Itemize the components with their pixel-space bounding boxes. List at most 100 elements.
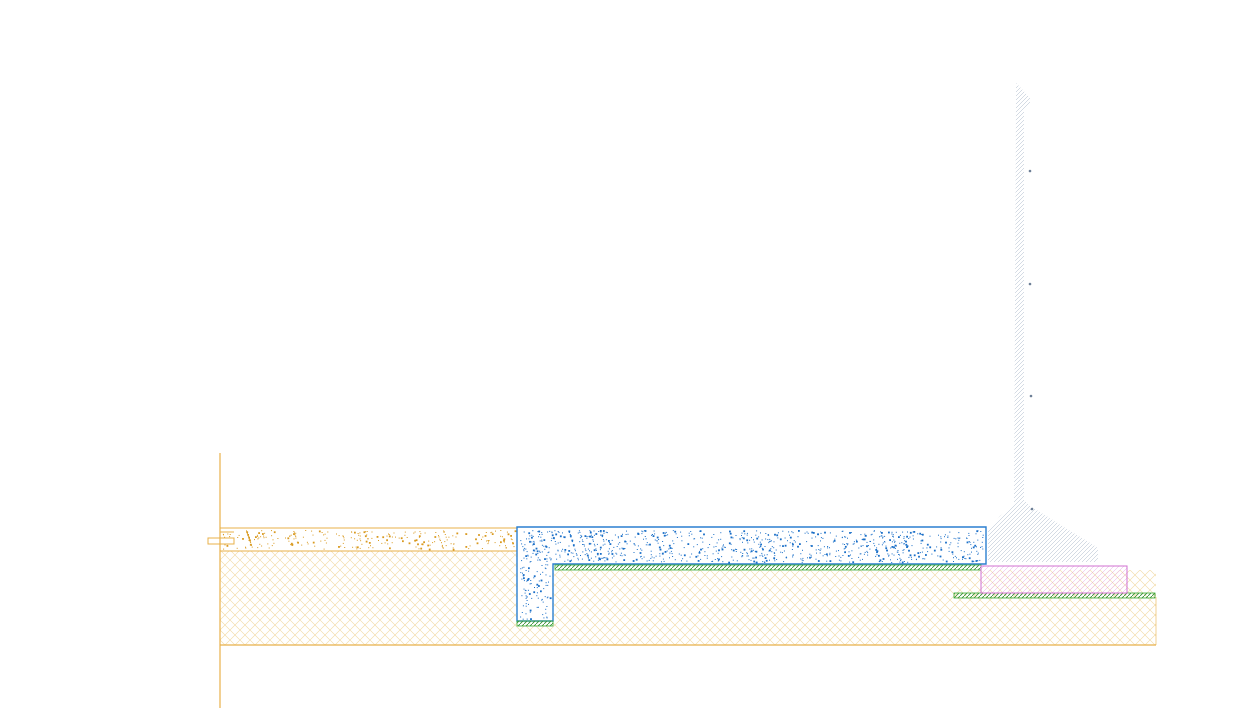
- speckle: [641, 549, 643, 551]
- speckle: [398, 537, 400, 539]
- speckle: [271, 535, 273, 537]
- speckle: [812, 532, 815, 534]
- speckle: [321, 532, 323, 533]
- speckle: [443, 530, 445, 532]
- speckle: [428, 548, 431, 551]
- speckle: [905, 540, 907, 543]
- speckle: [697, 555, 699, 557]
- speckle: [744, 533, 746, 535]
- speckle: [842, 530, 844, 532]
- speckle: [973, 541, 975, 543]
- speckle: [528, 603, 529, 605]
- speckle: [881, 544, 883, 546]
- speckle: [929, 535, 931, 537]
- speckle: [529, 535, 531, 537]
- speckle: [713, 534, 715, 535]
- speckle: [592, 540, 594, 542]
- speckle: [557, 550, 559, 552]
- speckle: [545, 582, 547, 584]
- speckle: [945, 560, 948, 563]
- speckle: [882, 536, 884, 538]
- speckle: [571, 541, 573, 543]
- speckle: [700, 548, 702, 551]
- speckle: [530, 561, 532, 562]
- speckle: [545, 608, 547, 610]
- speckle: [699, 530, 701, 532]
- speckle: [606, 558, 609, 561]
- speckle: [706, 555, 708, 557]
- speckle: [788, 531, 790, 533]
- speckle: [482, 536, 484, 538]
- speckle: [314, 545, 316, 547]
- speckle: [568, 532, 570, 533]
- speckle: [960, 550, 962, 552]
- speckle: [959, 537, 961, 539]
- speckle: [250, 542, 252, 544]
- wall-dot: [1029, 394, 1033, 398]
- speckle: [588, 559, 591, 561]
- speckle: [592, 539, 594, 541]
- speckle: [555, 553, 557, 555]
- speckle: [599, 530, 602, 532]
- speckle: [528, 532, 531, 535]
- speckle: [368, 547, 370, 549]
- speckle: [896, 551, 898, 553]
- speckle: [713, 546, 715, 548]
- speckle: [414, 531, 416, 533]
- speckle: [520, 540, 522, 542]
- speckle: [599, 546, 602, 549]
- wall-dot: [1030, 507, 1034, 511]
- speckle: [921, 551, 923, 553]
- speckle: [572, 544, 575, 546]
- edge-detail: [207, 531, 235, 545]
- speckle: [359, 535, 361, 537]
- speckle: [251, 546, 253, 548]
- speckle: [815, 536, 817, 538]
- speckle: [637, 545, 639, 547]
- speckle: [720, 532, 722, 534]
- speckle: [902, 552, 904, 554]
- speckle: [438, 535, 439, 537]
- speckle: [920, 542, 922, 544]
- speckle: [882, 558, 885, 560]
- speckle: [625, 534, 627, 535]
- speckle: [972, 546, 975, 549]
- speckle: [748, 559, 750, 561]
- speckle: [545, 546, 548, 548]
- speckle: [761, 554, 763, 556]
- speckle: [755, 561, 757, 563]
- speckle: [722, 545, 724, 547]
- speckle: [759, 545, 761, 547]
- speckle: [307, 543, 309, 545]
- speckle: [597, 559, 599, 561]
- speckle: [336, 533, 337, 535]
- speckle: [595, 533, 598, 535]
- speckle: [588, 542, 591, 545]
- speckle: [957, 537, 959, 539]
- speckle: [600, 534, 602, 536]
- speckle: [613, 555, 615, 557]
- speckle: [659, 555, 661, 557]
- speckle: [257, 538, 259, 540]
- ground-line: [220, 597, 1157, 646]
- speckle: [543, 545, 545, 547]
- speckle: [338, 546, 340, 548]
- speckle: [247, 535, 249, 537]
- speckle: [267, 543, 269, 545]
- speckle: [223, 534, 224, 536]
- speckle: [245, 547, 247, 549]
- speckle: [418, 536, 420, 538]
- speckle: [263, 535, 265, 537]
- speckle: [655, 555, 657, 557]
- speckle: [481, 538, 482, 540]
- speckle: [674, 531, 676, 532]
- speckle: [522, 546, 524, 548]
- speckle: [891, 562, 893, 563]
- speckle: [434, 541, 436, 543]
- speckle: [880, 535, 882, 537]
- speckle: [732, 549, 735, 552]
- speckle: [536, 606, 538, 608]
- speckle: [768, 542, 770, 544]
- speckle: [736, 549, 738, 550]
- speckle: [533, 591, 536, 594]
